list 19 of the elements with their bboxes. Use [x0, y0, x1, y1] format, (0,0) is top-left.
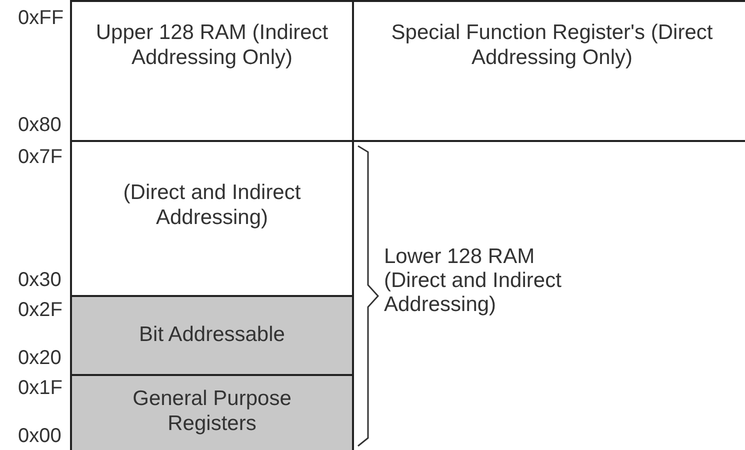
block-label: Bit Addressable [138, 322, 286, 347]
memory-block [352, 0, 745, 142]
address-label: 0x1F [18, 376, 64, 400]
region-label: Lower 128 RAM (Direct and Indirect Addressing) [384, 245, 562, 317]
address-label: 0x20 [18, 346, 62, 370]
address-label: 0x2F [18, 298, 64, 322]
memory-block [70, 295, 354, 376]
address-label: 0xFF [18, 6, 65, 30]
address-label: 0x7F [18, 145, 64, 169]
memory-block [70, 0, 354, 142]
address-label: 0x80 [18, 113, 62, 137]
block-label: General Purpose Registers [132, 386, 292, 436]
block-label: (Direct and Indirect Addressing) [122, 180, 302, 230]
address-label: 0x00 [18, 424, 62, 448]
block-label: Special Function Register's (Direct Addressing Only) [390, 20, 714, 70]
address-label: 0x30 [18, 268, 62, 292]
block-label: Upper 128 RAM (Indirect Addressing Only) [94, 20, 330, 70]
memory-block [70, 374, 354, 450]
memory-block [70, 140, 354, 297]
